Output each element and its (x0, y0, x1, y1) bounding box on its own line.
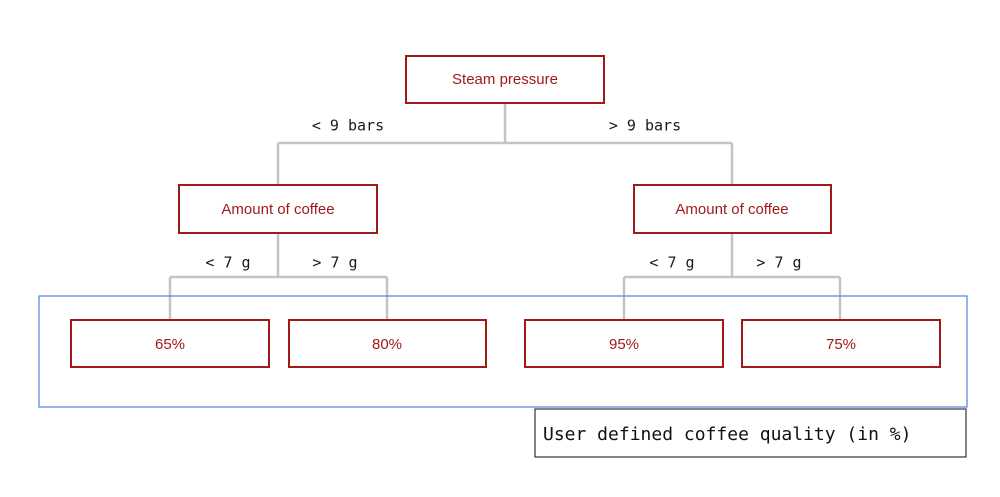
tree-edges (168, 103, 842, 320)
left-amount-node: Amount of coffee (178, 184, 378, 234)
caption-text: User defined coffee quality (in %) (543, 424, 911, 445)
leaf-node-65: 65% (70, 319, 270, 368)
leaf-node-75: 75% (741, 319, 941, 368)
edge-label-right-more-7g: > 7 g (756, 254, 801, 272)
right-amount-node: Amount of coffee (633, 184, 832, 234)
leaf-node-95: 95% (524, 319, 724, 368)
leaf-node-80: 80% (288, 319, 487, 368)
left-amount-node-label: Amount of coffee (221, 201, 334, 218)
edge-label-more-9-bars: > 9 bars (609, 117, 681, 135)
root-node-label: Steam pressure (452, 71, 558, 88)
leaf-node-75-label: 75% (826, 336, 856, 353)
right-branch-connector (622, 233, 842, 320)
root-connector (276, 103, 734, 185)
edge-label-less-9-bars: < 9 bars (312, 117, 384, 135)
leaf-group-box (38, 295, 968, 408)
caption-box: User defined coffee quality (in %) (534, 408, 967, 458)
leaf-node-95-label: 95% (609, 336, 639, 353)
edge-label-right-less-7g: < 7 g (649, 254, 694, 272)
leaf-node-80-label: 80% (372, 336, 402, 353)
edge-label-left-less-7g: < 7 g (205, 254, 250, 272)
right-amount-node-label: Amount of coffee (675, 201, 788, 218)
edge-label-left-more-7g: > 7 g (312, 254, 357, 272)
root-node: Steam pressure (405, 55, 605, 104)
left-branch-connector (168, 233, 389, 320)
leaf-node-65-label: 65% (155, 336, 185, 353)
